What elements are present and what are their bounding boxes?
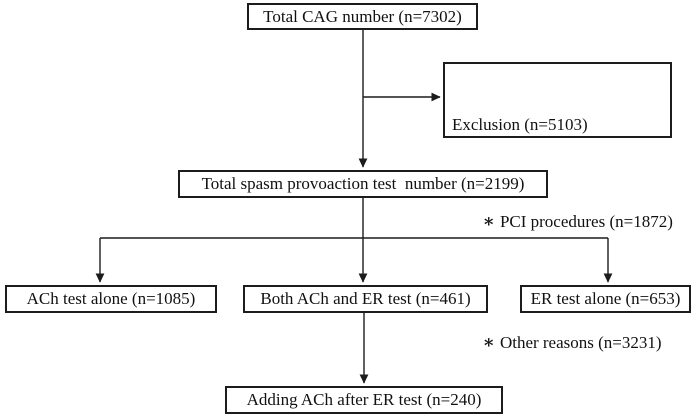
exclusion-item-other: ∗Other reasons (n=3231) (457, 306, 664, 379)
exclusion-item-pci-label: PCI procedures (n=1872) (499, 212, 673, 231)
box-adding-ach-label: Adding ACh after ER test (n=240) (246, 390, 482, 409)
box-both-ach-er-label: Both ACh and ER test (n=461) (260, 289, 471, 308)
box-total-spasm-test: Total spasm provoaction test number (n=2… (178, 170, 548, 198)
box-total-cag: Total CAG number (n=7302) (247, 3, 478, 30)
box-exclusion: Exclusion (n=5103) ∗PCI procedures (n=18… (443, 62, 673, 352)
asterisk-bullet-icon: ∗ (482, 211, 495, 231)
box-total-spasm-test-label: Total spasm provoaction test number (n=2… (201, 174, 525, 193)
box-er-alone-label: ER test alone (n=653) (530, 289, 681, 308)
exclusion-item-pci: ∗PCI procedures (n=1872) (457, 185, 673, 258)
box-er-alone: ER test alone (n=653) (520, 285, 691, 313)
box-exclusion-title: Exclusion (n=5103) (452, 115, 588, 134)
box-adding-ach: Adding ACh after ER test (n=240) (225, 386, 503, 414)
box-ach-alone: ACh test alone (n=1085) (5, 285, 217, 313)
asterisk-bullet-icon: ∗ (482, 332, 495, 352)
box-both-ach-er: Both ACh and ER test (n=461) (243, 285, 488, 313)
exclusion-item-other-label: Other reasons (n=3231) (499, 333, 662, 352)
box-total-cag-label: Total CAG number (n=7302) (263, 6, 462, 26)
box-ach-alone-label: ACh test alone (n=1085) (26, 289, 196, 308)
